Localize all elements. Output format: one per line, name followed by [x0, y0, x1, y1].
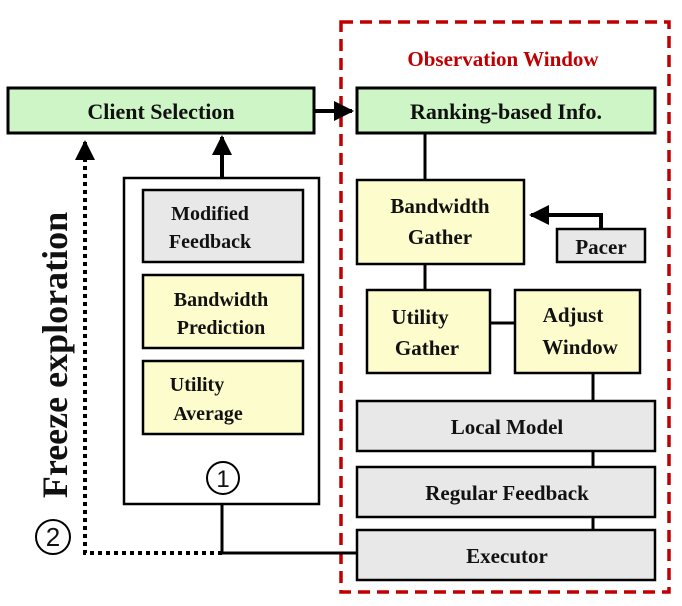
bandwidth-gather-line1: Bandwidth	[390, 194, 490, 218]
utility-average-line1: Utility	[170, 374, 224, 396]
regular-feedback-box	[355, 465, 657, 519]
arrow-pacer-to-bwgather	[529, 205, 603, 229]
utility-average-line2: Average	[173, 403, 243, 425]
utility-gather-line2: Gather	[395, 336, 459, 360]
regular-feedback-label: Regular Feedback	[425, 481, 589, 505]
bandwidth-gather-box	[355, 178, 526, 266]
local-model-label: Local Model	[451, 415, 564, 439]
modified-feedback-line1: Modified	[171, 203, 249, 225]
ranking-info-box	[355, 86, 657, 135]
marker-1-circle	[206, 461, 240, 495]
executor-box	[355, 528, 657, 582]
marker-2-circle	[35, 519, 71, 555]
marker-1-label: 1	[216, 466, 229, 493]
adjust-window-box	[513, 288, 642, 375]
modified-feedback-line2: Feedback	[169, 231, 252, 253]
observation-window-title: Observation Window	[407, 47, 599, 71]
freeze-exploration-label: Freeze exploration	[35, 212, 75, 498]
bandwidth-prediction-line2: Prediction	[177, 317, 266, 339]
observation-window-frame	[339, 20, 671, 594]
adjust-window-line1: Adjust	[543, 303, 604, 327]
arrow-freeze-exploration	[75, 140, 222, 555]
utility-gather-box	[365, 288, 492, 375]
marker-2-label: 2	[46, 522, 60, 552]
ranking-info-label: Ranking-based Info.	[410, 99, 602, 124]
local-model-box	[355, 399, 657, 453]
client-selection-label: Client Selection	[87, 99, 234, 124]
utility-average-box	[141, 359, 305, 436]
pacer-label: Pacer	[575, 235, 626, 259]
bandwidth-prediction-line1: Bandwidth	[174, 289, 269, 311]
utility-gather-line1: Utility	[391, 305, 449, 329]
adjust-window-line2: Window	[542, 335, 618, 359]
executor-label: Executor	[466, 544, 548, 568]
pacer-box	[555, 227, 647, 264]
bandwidth-prediction-box	[141, 273, 305, 350]
connector-stack-to-executor	[220, 504, 357, 555]
modified-feedback-box	[141, 188, 305, 264]
bandwidth-gather-line2: Gather	[408, 225, 472, 249]
